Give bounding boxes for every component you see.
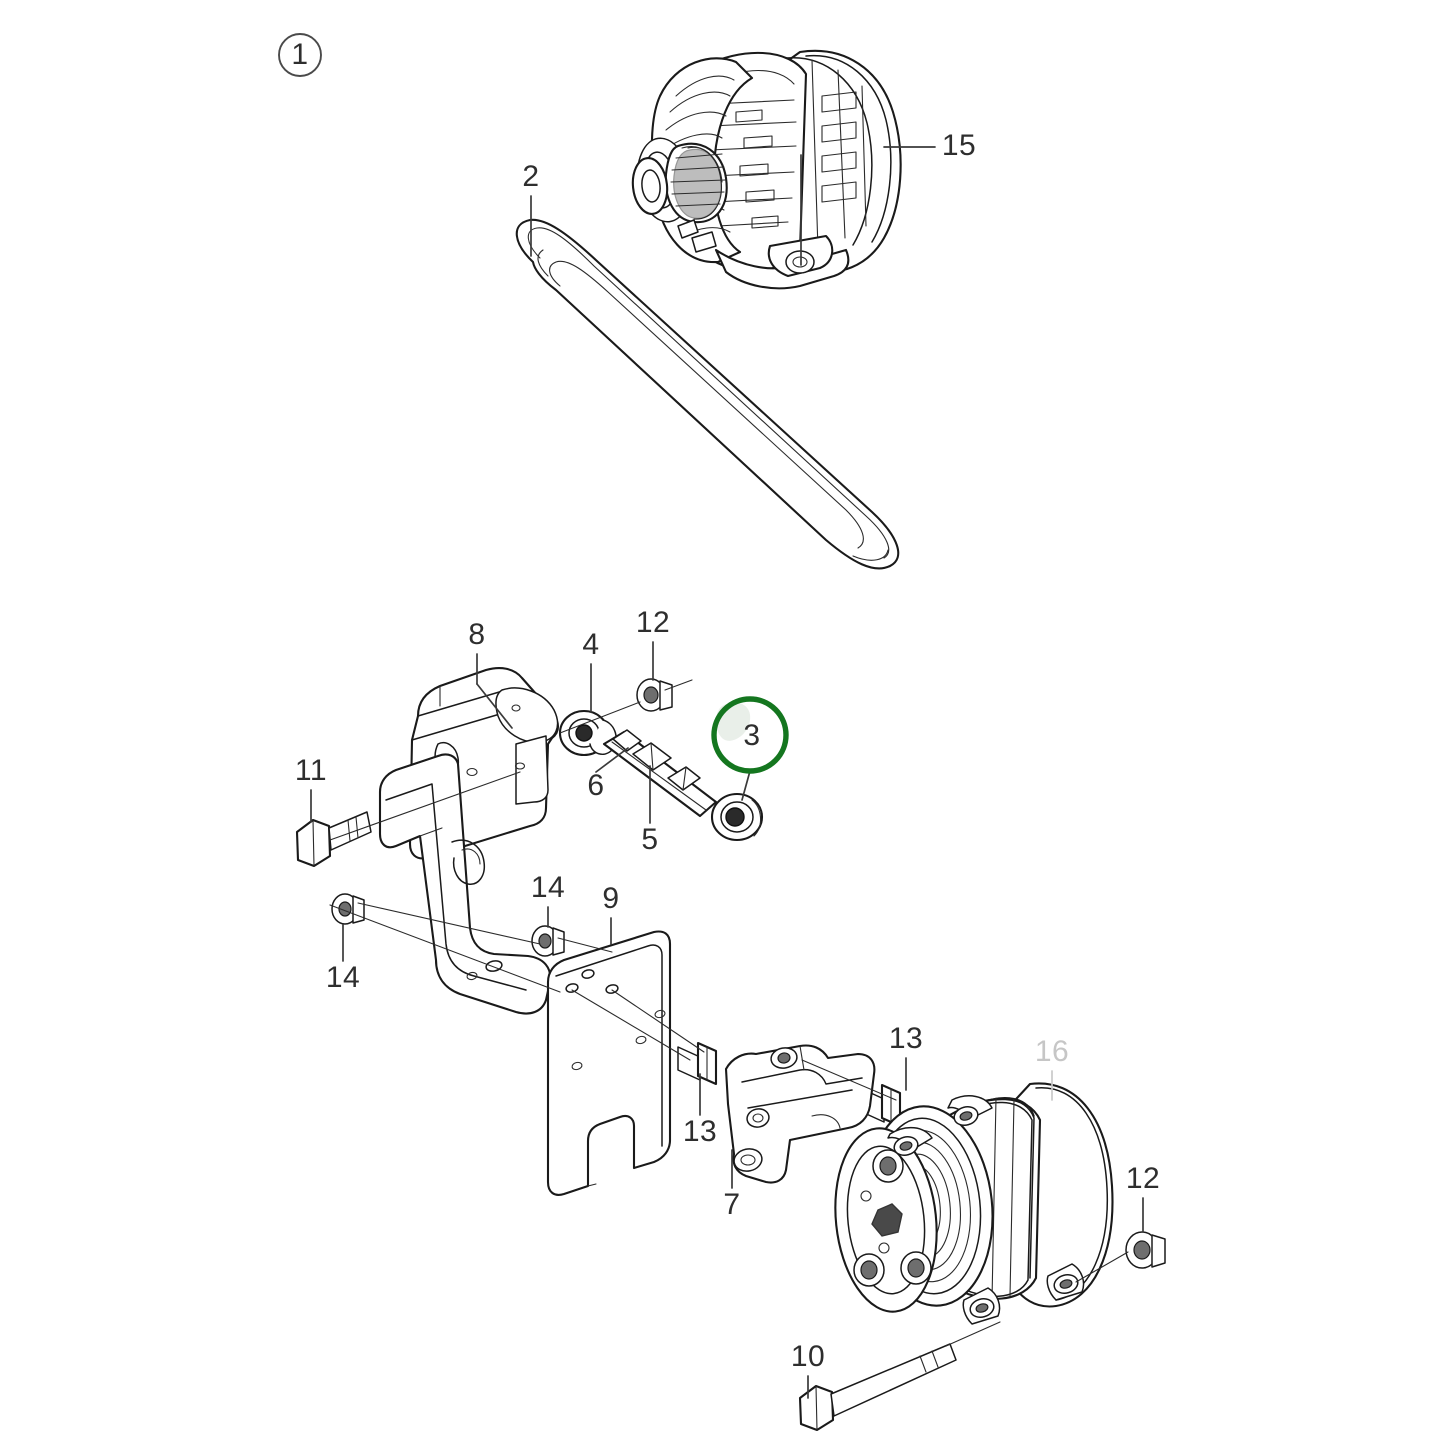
- part-ac-compressor[interactable]: [827, 1082, 1114, 1325]
- highlight-label: 3: [743, 719, 760, 752]
- callout-7[interactable]: 7: [723, 1188, 740, 1221]
- callout-12-upper[interactable]: 12: [636, 606, 670, 639]
- part-bushing-lower: [710, 792, 764, 842]
- figure-number-text: 1: [291, 38, 308, 71]
- axis-bolt13c: [801, 1059, 897, 1101]
- part-flange-nut-compressor[interactable]: [1125, 1231, 1166, 1269]
- callout-14-left[interactable]: 14: [326, 961, 360, 994]
- callout-12-lower[interactable]: 12: [1126, 1162, 1160, 1195]
- axis-nut12: [664, 679, 693, 691]
- figure-number-callout[interactable]: 1: [278, 33, 322, 77]
- part-adjuster-link-assembly[interactable]: [558, 709, 764, 842]
- callout-13-left[interactable]: 13: [683, 1115, 717, 1148]
- axis-bolt13b: [571, 989, 691, 1061]
- part-compressor-bracket[interactable]: [724, 1044, 876, 1184]
- callout-13-right[interactable]: 13: [889, 1022, 923, 1055]
- callout-8[interactable]: 8: [468, 618, 485, 651]
- callout-16[interactable]: 16: [1035, 1035, 1069, 1068]
- axis-nut14a: [357, 902, 541, 945]
- leader-6: [595, 747, 629, 773]
- callout-11[interactable]: 11: [295, 754, 327, 787]
- highlight-ring: [711, 696, 789, 774]
- part-long-bolt[interactable]: [798, 1343, 957, 1432]
- part-alternator[interactable]: [630, 49, 902, 290]
- axis-bolt13a: [611, 989, 705, 1053]
- part-hex-flange-bolt[interactable]: [295, 811, 372, 868]
- callout-5[interactable]: 5: [641, 823, 658, 856]
- leader-8b: [476, 683, 513, 729]
- callout-10[interactable]: 10: [791, 1340, 825, 1373]
- axis-nut14c: [557, 937, 613, 953]
- selected-part-highlight[interactable]: 3: [711, 696, 789, 774]
- part-alternator-bracket[interactable]: [378, 667, 560, 1015]
- callout-4[interactable]: 4: [582, 628, 599, 661]
- axis-bolt10: [945, 1321, 1001, 1347]
- part-mounting-plate[interactable]: [546, 930, 672, 1196]
- part-bolt-left[interactable]: [677, 1041, 718, 1086]
- axis-nut12c: [1075, 1251, 1129, 1283]
- axis-bushing4: [559, 701, 641, 734]
- callout-14-right[interactable]: 14: [531, 871, 565, 904]
- part-drive-belt[interactable]: [515, 218, 900, 570]
- callout-6[interactable]: 6: [587, 769, 604, 802]
- callout-2[interactable]: 2: [522, 160, 539, 193]
- callout-15[interactable]: 15: [942, 129, 976, 162]
- leader-3: [741, 770, 751, 801]
- part-flange-nut-right[interactable]: [531, 925, 565, 957]
- axis-bolt11: [329, 771, 521, 841]
- axis-nut14b: [329, 904, 561, 993]
- callout-9[interactable]: 9: [602, 882, 619, 915]
